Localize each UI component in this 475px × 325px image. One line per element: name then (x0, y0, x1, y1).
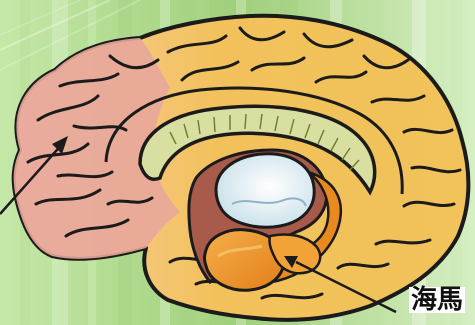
hippocampus-label: 海馬 (409, 287, 465, 313)
